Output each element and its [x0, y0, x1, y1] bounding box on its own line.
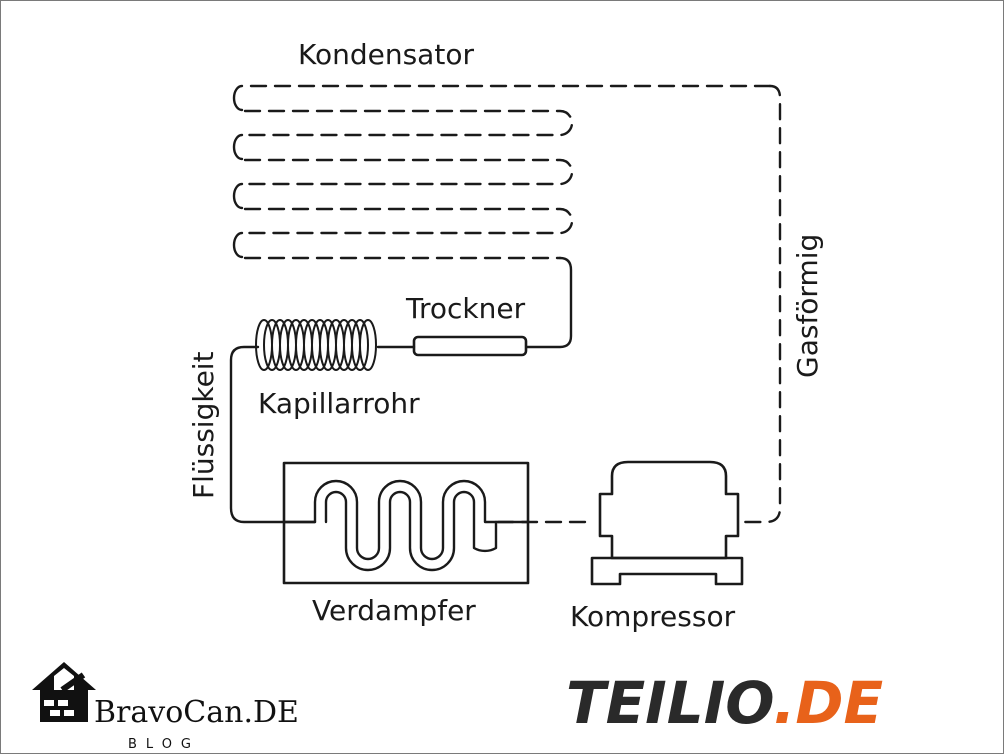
teilio-tld: DE — [795, 669, 883, 737]
bravocan-name: BravoCan.DE — [94, 695, 299, 730]
evaporator-coil-outer — [282, 479, 530, 561]
condenser-to-dryer-line — [525, 256, 573, 349]
condenser-left-bends — [232, 84, 244, 259]
bravocan-logo: BravoCan.DE BLOG — [32, 662, 299, 752]
svg-text:TEILIO.DE: TEILIO.DE — [566, 669, 883, 737]
teilio-dot: . — [773, 669, 795, 737]
teilio-main-text: TEILIO — [566, 669, 773, 737]
condenser-coil — [243, 84, 772, 260]
compressor-shape — [590, 460, 744, 586]
teilio-logo: TEILIO.DE — [566, 669, 883, 737]
label-trockner: Trockner — [405, 292, 526, 325]
label-fluessigkeit: Flüssigkeit — [187, 351, 220, 499]
label-kapillarrohr: Kapillarrohr — [258, 387, 420, 420]
label-kondensator: Kondensator — [298, 38, 474, 71]
label-gasfoermig: Gasförmig — [791, 234, 824, 378]
capillary-coil — [255, 319, 377, 371]
label-verdampfer: Verdampfer — [312, 594, 476, 627]
evaporator-coil-inner — [324, 490, 498, 572]
label-kompressor: Kompressor — [570, 600, 736, 633]
dryer-shape — [412, 335, 528, 357]
liquid-line — [229, 345, 317, 524]
house-hammer-icon — [32, 662, 96, 722]
gas-line — [736, 84, 782, 524]
bravocan-blog-sub: BLOG — [128, 737, 200, 752]
